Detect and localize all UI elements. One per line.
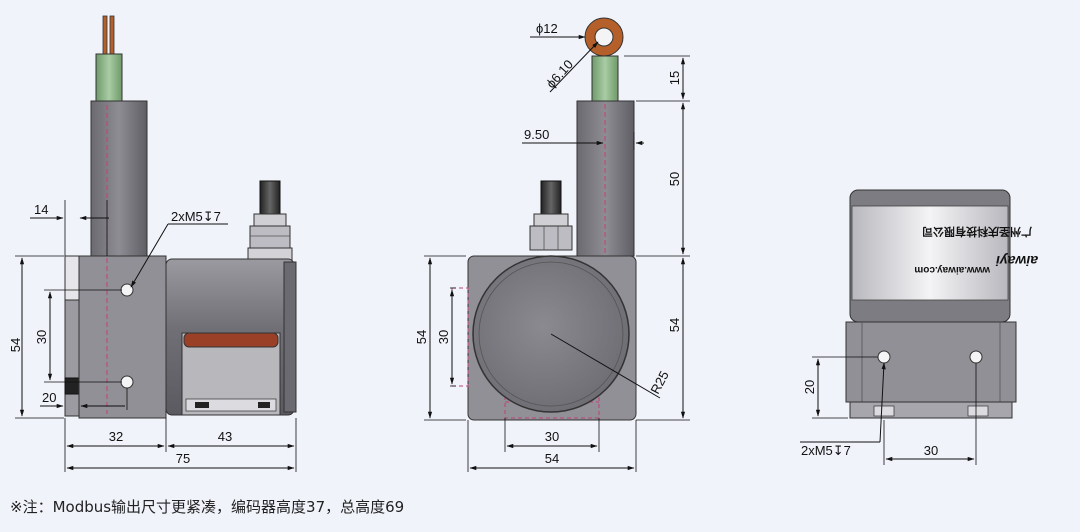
cable-gland-top [253, 213, 287, 227]
back-label-logo: aiwayi [995, 253, 1038, 269]
encoder-end-cap [283, 261, 297, 413]
main-body [78, 255, 167, 419]
front-view: R25 ϕ12 ϕ6.10 15 50 54 9.50 54 30 [414, 17, 690, 472]
front-dim-bottom-inner: 30 [545, 429, 559, 444]
cable-green [95, 53, 123, 103]
tube [90, 100, 148, 257]
front-dim-tube-height: 50 [667, 172, 682, 186]
back-label-company: 广州圣庆科技有限公司 [922, 225, 1032, 239]
wire-brown-right [109, 15, 115, 57]
back-label [851, 205, 1009, 301]
back-dim-hole-offset: 20 [802, 380, 817, 394]
front-dim-cable-offset: 9.50 [524, 127, 549, 142]
back-body [845, 321, 1017, 403]
side-dim-hole-offset: 20 [42, 390, 56, 405]
front-output-cable [540, 180, 562, 218]
back-hole-left [877, 350, 891, 364]
side-hole-label: 2xM5↧7 [171, 209, 221, 224]
side-dim-total-width: 75 [176, 451, 190, 466]
cable-gland-base [247, 247, 293, 261]
label-band [183, 332, 279, 348]
flange-dark-bottom [64, 377, 80, 395]
back-view: www.aiway.com 广州圣庆科技有限公司 aiwayi 20 2xM5↧… [800, 189, 1038, 465]
front-dim-left-height: 54 [414, 330, 429, 344]
output-cable [259, 180, 281, 218]
front-dim-radius: R25 [647, 368, 671, 396]
side-dim-hole-spacing: 30 [34, 330, 49, 344]
front-ring-outer: ϕ12 [536, 21, 558, 36]
cable-gland-nut [249, 225, 291, 249]
back-hole-right [969, 350, 983, 364]
side-dim-height: 54 [8, 338, 23, 352]
mount-hole-lower [120, 375, 134, 389]
side-dim-body-width: 32 [109, 429, 123, 444]
front-cable-green [591, 55, 619, 103]
front-ring-inner: ϕ6.10 [543, 57, 576, 91]
front-cable-gland [529, 225, 573, 251]
back-dim-hole-spacing: 30 [924, 443, 938, 458]
pull-ring-hole [594, 27, 614, 47]
front-dim-hole-spacing: 30 [436, 330, 451, 344]
front-dim-bottom-total: 54 [545, 451, 559, 466]
front-dim-body-height: 54 [667, 318, 682, 332]
footnote: ※注：Modbus输出尺寸更紧凑，编码器高度37，总高度69 [10, 498, 405, 516]
front-dim-ring-height: 15 [667, 71, 682, 85]
wire-brown-left [102, 15, 108, 57]
back-label-website: www.aiway.com [914, 264, 991, 275]
side-dim-top-offset: 14 [34, 202, 48, 217]
back-hole-label: 2xM5↧7 [801, 443, 851, 458]
side-dim-encoder-width: 43 [218, 429, 232, 444]
side-view: 2xM5↧7 14 54 30 20 32 43 75 [8, 15, 297, 472]
flange-light-top [64, 255, 80, 301]
